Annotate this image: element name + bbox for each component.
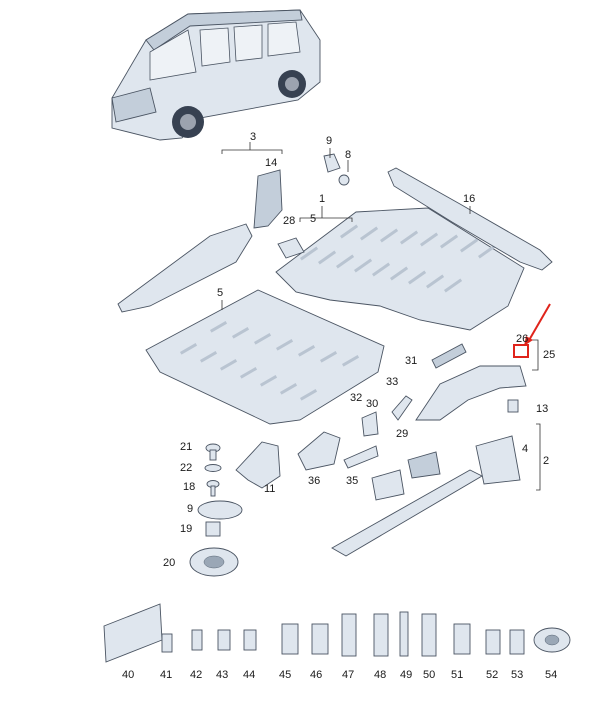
- label-4: 4: [522, 443, 528, 455]
- label-14: 14: [265, 157, 277, 169]
- highlight-marker: [513, 303, 551, 358]
- label-51: 51: [451, 669, 463, 681]
- label-49: 49: [400, 669, 412, 681]
- label-25: 25: [543, 349, 555, 361]
- label-8: 8: [345, 149, 351, 161]
- label-48: 48: [374, 669, 386, 681]
- label-20: 20: [163, 557, 175, 569]
- label-52: 52: [486, 669, 498, 681]
- cross-member: [117, 169, 283, 313]
- label-33: 33: [386, 376, 398, 388]
- label-47: 47: [342, 669, 354, 681]
- label-54: 54: [545, 669, 557, 681]
- label-5b: 5: [217, 287, 223, 299]
- floor-panel-rear: [275, 207, 525, 331]
- label-43: 43: [216, 669, 228, 681]
- label-18: 18: [183, 481, 195, 493]
- label-22: 22: [180, 462, 192, 474]
- fasteners-column: [189, 443, 243, 577]
- label-46: 46: [310, 669, 322, 681]
- label-21: 21: [180, 441, 192, 453]
- leader-lines: [221, 142, 541, 491]
- label-36: 36: [308, 475, 320, 487]
- part-labels: 1 2 3 4 5 5 8 9 9 11 13 14 16 18 19 20 2…: [122, 131, 557, 681]
- label-31: 31: [405, 355, 417, 367]
- label-42: 42: [190, 669, 202, 681]
- label-11: 11: [264, 483, 275, 495]
- label-44: 44: [243, 669, 255, 681]
- floor-panel-front: [145, 289, 385, 425]
- label-9b: 9: [187, 503, 193, 515]
- sill-panel: [331, 435, 521, 557]
- side-rail: [387, 167, 553, 271]
- label-29: 29: [396, 428, 408, 440]
- label-41: 41: [160, 669, 172, 681]
- label-5a: 5: [310, 213, 316, 225]
- van-illustration: [111, 9, 321, 141]
- label-2: 2: [543, 455, 549, 467]
- label-28: 28: [283, 215, 295, 227]
- label-45: 45: [279, 669, 291, 681]
- label-40: 40: [122, 669, 134, 681]
- label-35: 35: [346, 475, 358, 487]
- label-3: 3: [250, 131, 256, 143]
- label-30: 30: [366, 398, 378, 410]
- label-9a: 9: [326, 135, 332, 147]
- label-1: 1: [319, 193, 325, 205]
- label-50: 50: [423, 669, 435, 681]
- consumables-row: [103, 603, 571, 663]
- label-26: 26: [516, 333, 528, 345]
- label-19: 19: [180, 523, 192, 535]
- label-16: 16: [463, 193, 475, 205]
- label-53: 53: [511, 669, 523, 681]
- brackets: [235, 153, 519, 501]
- label-32: 32: [350, 392, 362, 404]
- wheel-housing: [415, 343, 527, 421]
- label-13: 13: [536, 403, 548, 415]
